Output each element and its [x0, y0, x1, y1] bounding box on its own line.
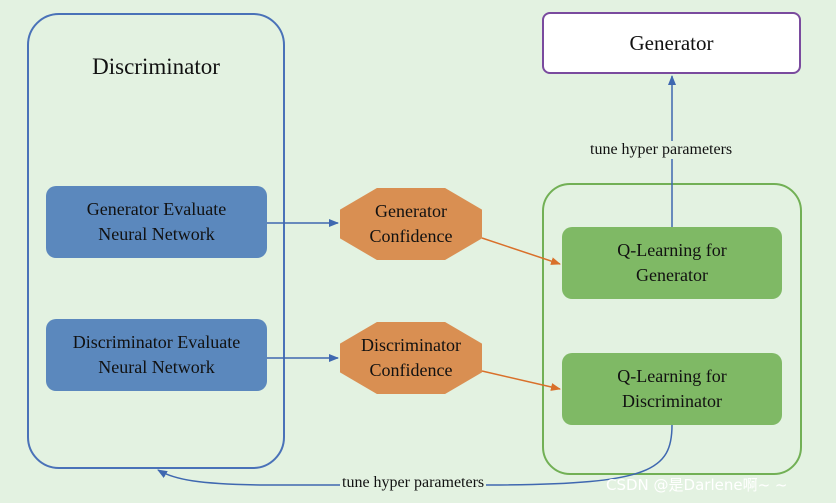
tune-hyper-parameters-label-top: tune hyper parameters: [588, 141, 735, 159]
q-learning-discriminator-line1: Q-Learning for: [617, 366, 727, 386]
q-learning-generator-line1: Q-Learning for: [617, 240, 727, 260]
arrow-gen-confidence-to-qlearning-gen: [481, 237, 561, 265]
discriminator-evaluate-nn-line2: Neural Network: [98, 357, 215, 377]
q-learning-generator-line2: Generator: [636, 265, 708, 285]
generator-confidence-octagon: Generator Confidence: [340, 188, 482, 260]
q-learning-generator-box: Q-Learning for Generator: [562, 227, 782, 299]
discriminator-confidence-line2: Confidence: [369, 360, 453, 380]
generator-evaluate-nn-line1: Generator Evaluate: [86, 199, 227, 219]
generator-evaluate-nn-box: Generator Evaluate Neural Network: [46, 186, 267, 258]
discriminator-evaluate-nn-line1: Discriminator Evaluate: [72, 332, 241, 352]
discriminator-confidence-octagon: Discriminator Confidence: [340, 322, 482, 394]
arrow-disc-confidence-to-qlearning-disc: [481, 370, 561, 391]
tune-hyper-parameters-label-bottom: tune hyper parameters: [340, 474, 487, 492]
q-learning-discriminator-box: Q-Learning for Discriminator: [562, 353, 782, 425]
generator-confidence-line2: Confidence: [369, 226, 453, 246]
discriminator-confidence-line1: Discriminator: [361, 335, 461, 355]
discriminator-title: Discriminator: [92, 54, 220, 79]
discriminator-evaluate-nn-box: Discriminator Evaluate Neural Network: [46, 319, 267, 391]
generator-box: Generator: [542, 12, 801, 74]
q-learning-discriminator-line2: Discriminator: [622, 391, 722, 411]
arrow-qlearning-disc-to-discriminator: [157, 424, 673, 486]
generator-title: Generator: [629, 30, 714, 55]
csdn-watermark: CSDN @是Darlene啊~ ~: [606, 476, 788, 494]
generator-evaluate-nn-line2: Neural Network: [98, 224, 215, 244]
discriminator-container: [27, 13, 285, 469]
generator-confidence-line1: Generator: [375, 201, 447, 221]
